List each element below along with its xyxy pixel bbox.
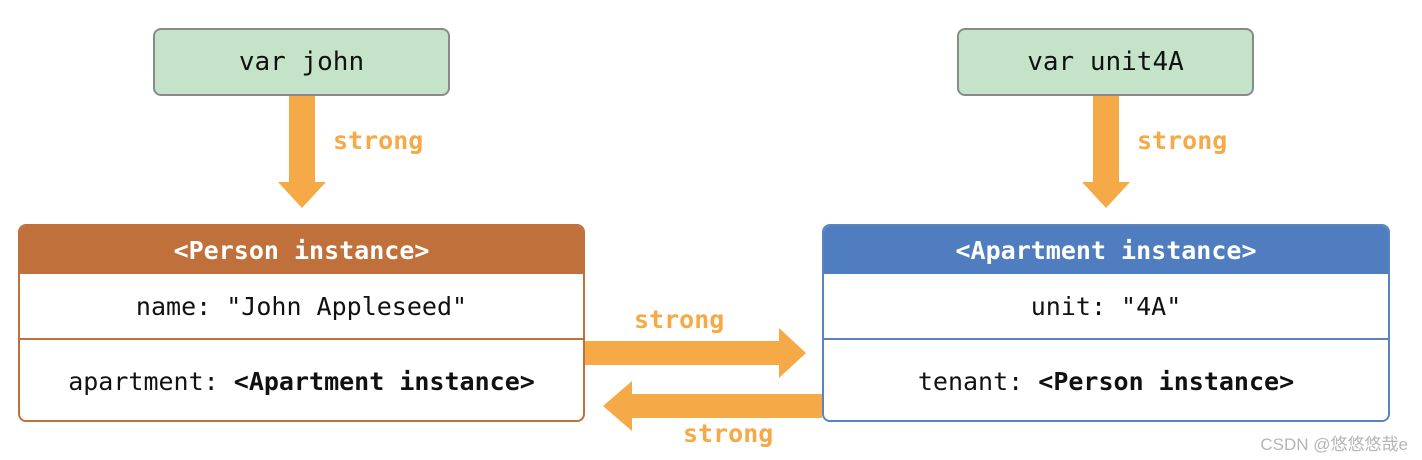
apartment-unit-row: unit: "4A": [824, 274, 1388, 338]
person-apartment-key: apartment:: [68, 366, 234, 396]
person-instance-header: <Person instance>: [20, 226, 583, 274]
apartment-instance-header: <Apartment instance>: [824, 226, 1388, 274]
apartment-tenant-value: <Person instance>: [1038, 366, 1295, 396]
variable-unit4a-label: var unit4A: [1027, 47, 1184, 77]
person-name-value: "John Appleseed": [226, 291, 468, 321]
person-apartment-value: <Apartment instance>: [233, 366, 535, 396]
arrow-john-to-person: [278, 96, 326, 208]
arrow-person-to-apartment: [585, 328, 806, 378]
csdn-watermark: CSDN @悠悠悠哉e: [1260, 435, 1408, 454]
arrow-apartment-to-person: [603, 381, 822, 431]
strong-label-unit4a: strong: [1137, 126, 1228, 155]
variable-john-label: var john: [238, 47, 365, 77]
person-name-key: name:: [135, 291, 227, 321]
apartment-unit-key: unit:: [1030, 291, 1122, 321]
variable-unit4a-box: var unit4A: [957, 28, 1254, 96]
person-name-row: name: "John Appleseed": [20, 274, 583, 338]
arrow-unit4a-to-apartment: [1082, 96, 1130, 208]
person-apartment-row: apartment: <Apartment instance>: [20, 338, 583, 420]
variable-john-box: var john: [153, 28, 450, 96]
apartment-tenant-row: tenant: <Person instance>: [824, 338, 1388, 420]
apartment-tenant-key: tenant:: [917, 366, 1039, 396]
strong-label-john: strong: [333, 126, 424, 155]
person-instance-box: <Person instance> name: "John Appleseed"…: [18, 224, 585, 422]
apartment-unit-value: "4A": [1121, 291, 1182, 321]
apartment-instance-box: <Apartment instance> unit: "4A" tenant: …: [822, 224, 1390, 422]
strong-label-person-to-apartment: strong: [634, 305, 725, 334]
strong-label-apartment-to-person: strong: [683, 419, 774, 448]
